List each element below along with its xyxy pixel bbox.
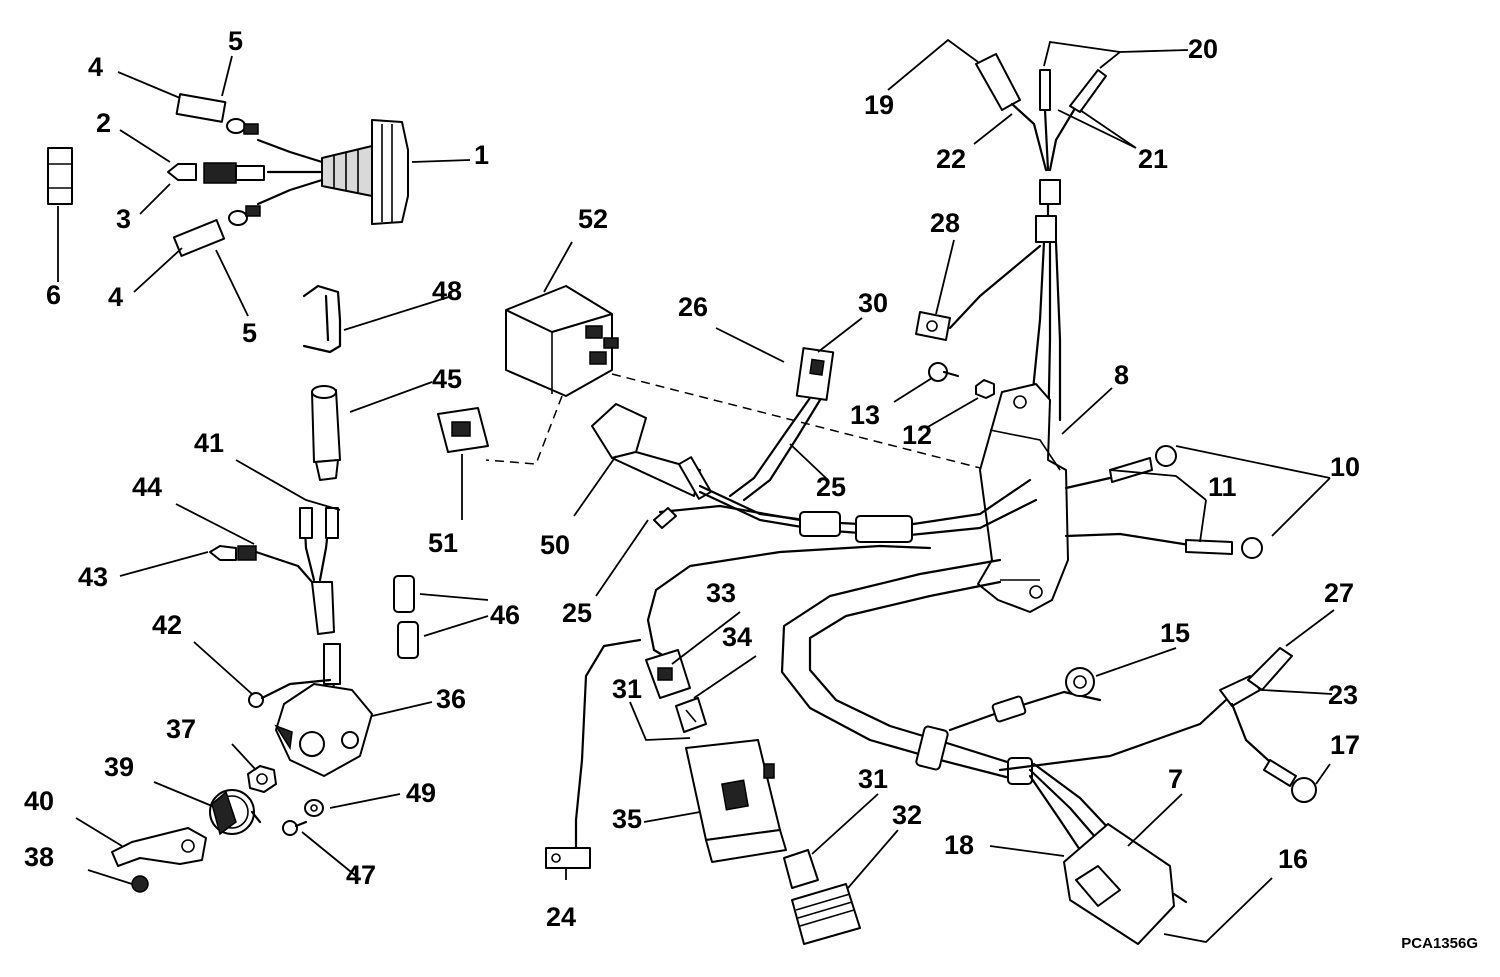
main-cable-part-7 — [780, 558, 1114, 852]
diagram-code: PCA1356G — [1401, 935, 1478, 952]
callout-49: 49 — [406, 778, 437, 808]
callout-4-lower: 4 — [108, 282, 124, 312]
leader-lines — [57, 38, 1335, 943]
callout-34: 34 — [722, 622, 753, 652]
terminal-connection-dashed — [485, 395, 563, 465]
callout-47: 47 — [346, 860, 377, 890]
callout-46: 46 — [490, 600, 521, 630]
lever-part-40 — [111, 827, 207, 867]
fuse-holder-part-35 — [685, 739, 787, 863]
callout-24: 24 — [546, 902, 577, 932]
callout-26: 26 — [678, 292, 709, 322]
terminal-part-5-upper — [175, 93, 259, 135]
callout-22: 22 — [936, 144, 967, 174]
callout-28: 28 — [930, 208, 961, 238]
connector-part-30 — [728, 347, 835, 502]
callout-33: 33 — [706, 578, 737, 608]
sleeves-part-46 — [393, 575, 419, 659]
callout-20: 20 — [1188, 34, 1219, 64]
callout-25-upper: 25 — [816, 472, 847, 502]
callout-40: 40 — [24, 786, 55, 816]
callout-35: 35 — [612, 804, 643, 834]
callout-36: 36 — [436, 684, 467, 714]
screw-part-38 — [131, 875, 149, 893]
switch-part-45 — [311, 385, 341, 481]
nut-part-12 — [975, 379, 995, 399]
callout-5-upper: 5 — [228, 26, 244, 56]
nut-part-37 — [247, 765, 277, 793]
callout-50: 50 — [540, 530, 571, 560]
callout-15: 15 — [1160, 618, 1191, 648]
callout-37: 37 — [166, 714, 197, 744]
callout-19: 19 — [864, 90, 895, 120]
relay-part-52 — [505, 285, 619, 397]
callout-13: 13 — [850, 400, 881, 430]
mounting-bracket-part-8 — [977, 383, 1069, 613]
cap-part-32 — [791, 883, 861, 945]
ignition-switch-part-36 — [274, 642, 373, 777]
callout-7: 7 — [1168, 764, 1184, 794]
ground-lead-part-28 — [915, 244, 1042, 341]
callout-5-lower: 5 — [242, 318, 258, 348]
callout-6: 6 — [46, 280, 62, 310]
callout-17: 17 — [1330, 730, 1361, 760]
washer-part-49 — [304, 799, 324, 817]
callout-25-lower: 25 — [562, 598, 593, 628]
callout-16: 16 — [1278, 844, 1309, 874]
callout-42: 42 — [152, 610, 183, 640]
callout-21: 21 — [1138, 144, 1169, 174]
callout-12: 12 — [902, 420, 933, 450]
callout-3: 3 — [116, 204, 132, 234]
callout-52: 52 — [578, 204, 609, 234]
connector-part-50 — [591, 403, 713, 500]
thin-lead-part-24 — [545, 544, 932, 869]
harness-branch-left — [653, 478, 1038, 543]
callout-2: 2 — [96, 108, 112, 138]
callout-48: 48 — [432, 276, 463, 306]
callout-31-upper: 31 — [612, 674, 643, 704]
bolt-part-13 — [928, 362, 960, 382]
callout-43: 43 — [78, 562, 109, 592]
relay-connection-dashed — [611, 373, 997, 473]
terminal-part-2-3 — [167, 162, 265, 184]
connector-part-7-18 — [1063, 823, 1188, 945]
callout-27: 27 — [1324, 578, 1355, 608]
callout-1: 1 — [474, 140, 490, 170]
wire-leads-part-1 — [256, 138, 324, 206]
callout-51: 51 — [428, 528, 459, 558]
spring-part-39 — [209, 789, 262, 836]
callout-18: 18 — [944, 830, 975, 860]
fuse-holder-part-33-34 — [645, 648, 707, 733]
connector-part-43 — [209, 545, 300, 568]
callout-11: 11 — [1208, 472, 1237, 502]
switch-wires-part-41 — [296, 507, 339, 635]
callout-39: 39 — [104, 752, 135, 782]
callout-38: 38 — [24, 842, 55, 872]
callout-31-lower: 31 — [858, 764, 889, 794]
callout-41: 41 — [194, 428, 225, 458]
callout-8: 8 — [1114, 360, 1130, 390]
upper-leads-19-22 — [975, 53, 1107, 243]
fuse-part-6 — [47, 147, 73, 205]
clip-part-48 — [302, 284, 342, 354]
callout-23: 23 — [1328, 680, 1359, 710]
callout-45: 45 — [432, 364, 463, 394]
ground-lead-part-42 — [248, 678, 332, 708]
callout-30: 30 — [858, 288, 889, 318]
terminal-part-51 — [437, 407, 489, 453]
callout-10: 10 — [1330, 452, 1361, 482]
terminal-part-5-lower — [172, 205, 261, 257]
callout-32: 32 — [892, 800, 923, 830]
branch-parts-15-17-23-27 — [948, 647, 1317, 803]
screw-part-47 — [282, 820, 308, 836]
fuse-part-31-lower — [783, 849, 819, 889]
ring-leads-part-10-11 — [1064, 445, 1263, 559]
callout-4-upper: 4 — [88, 52, 104, 82]
callout-44: 44 — [132, 472, 163, 502]
grommet-connector-part-1 — [321, 119, 409, 225]
